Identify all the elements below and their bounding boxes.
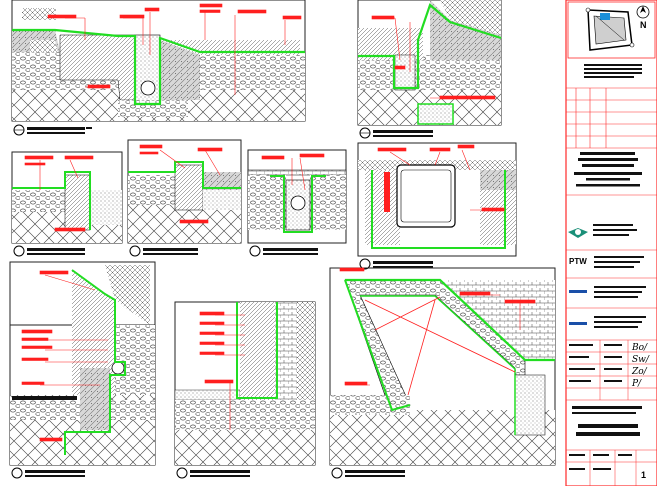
signature-4: P/ bbox=[631, 379, 642, 389]
compass-north-icon bbox=[636, 5, 650, 19]
signature-2: Sw/ bbox=[632, 355, 650, 365]
north-label: N bbox=[640, 20, 647, 30]
detail-drainage-channel bbox=[11, 0, 306, 136]
signature-3: Zo/ bbox=[631, 367, 648, 377]
detail-kerb-edge bbox=[11, 151, 123, 257]
project-number: 1 bbox=[641, 470, 646, 480]
detail-marker-icon bbox=[129, 245, 141, 257]
detail-sloped-bank bbox=[329, 267, 556, 479]
company-logo-icon bbox=[568, 228, 588, 238]
detail-wall-footing bbox=[174, 301, 316, 479]
brand-label: PTW bbox=[569, 257, 587, 266]
detail-retaining-wall bbox=[9, 261, 156, 479]
detail-marker-icon bbox=[11, 467, 23, 479]
detail-marker-icon bbox=[249, 245, 261, 257]
detail-marker-icon bbox=[359, 258, 371, 270]
detail-inspection-pit bbox=[357, 142, 517, 270]
key-plan-icon bbox=[585, 7, 635, 51]
detail-marker-icon bbox=[331, 467, 343, 479]
title-block: N PTW bbox=[565, 0, 657, 486]
signature-1: Bo/ bbox=[631, 343, 648, 353]
detail-step-section bbox=[127, 139, 242, 257]
detail-marker-icon bbox=[13, 245, 25, 257]
detail-raised-planter-edge bbox=[357, 0, 502, 139]
detail-slot-drain bbox=[247, 149, 347, 257]
detail-marker-icon bbox=[176, 467, 188, 479]
